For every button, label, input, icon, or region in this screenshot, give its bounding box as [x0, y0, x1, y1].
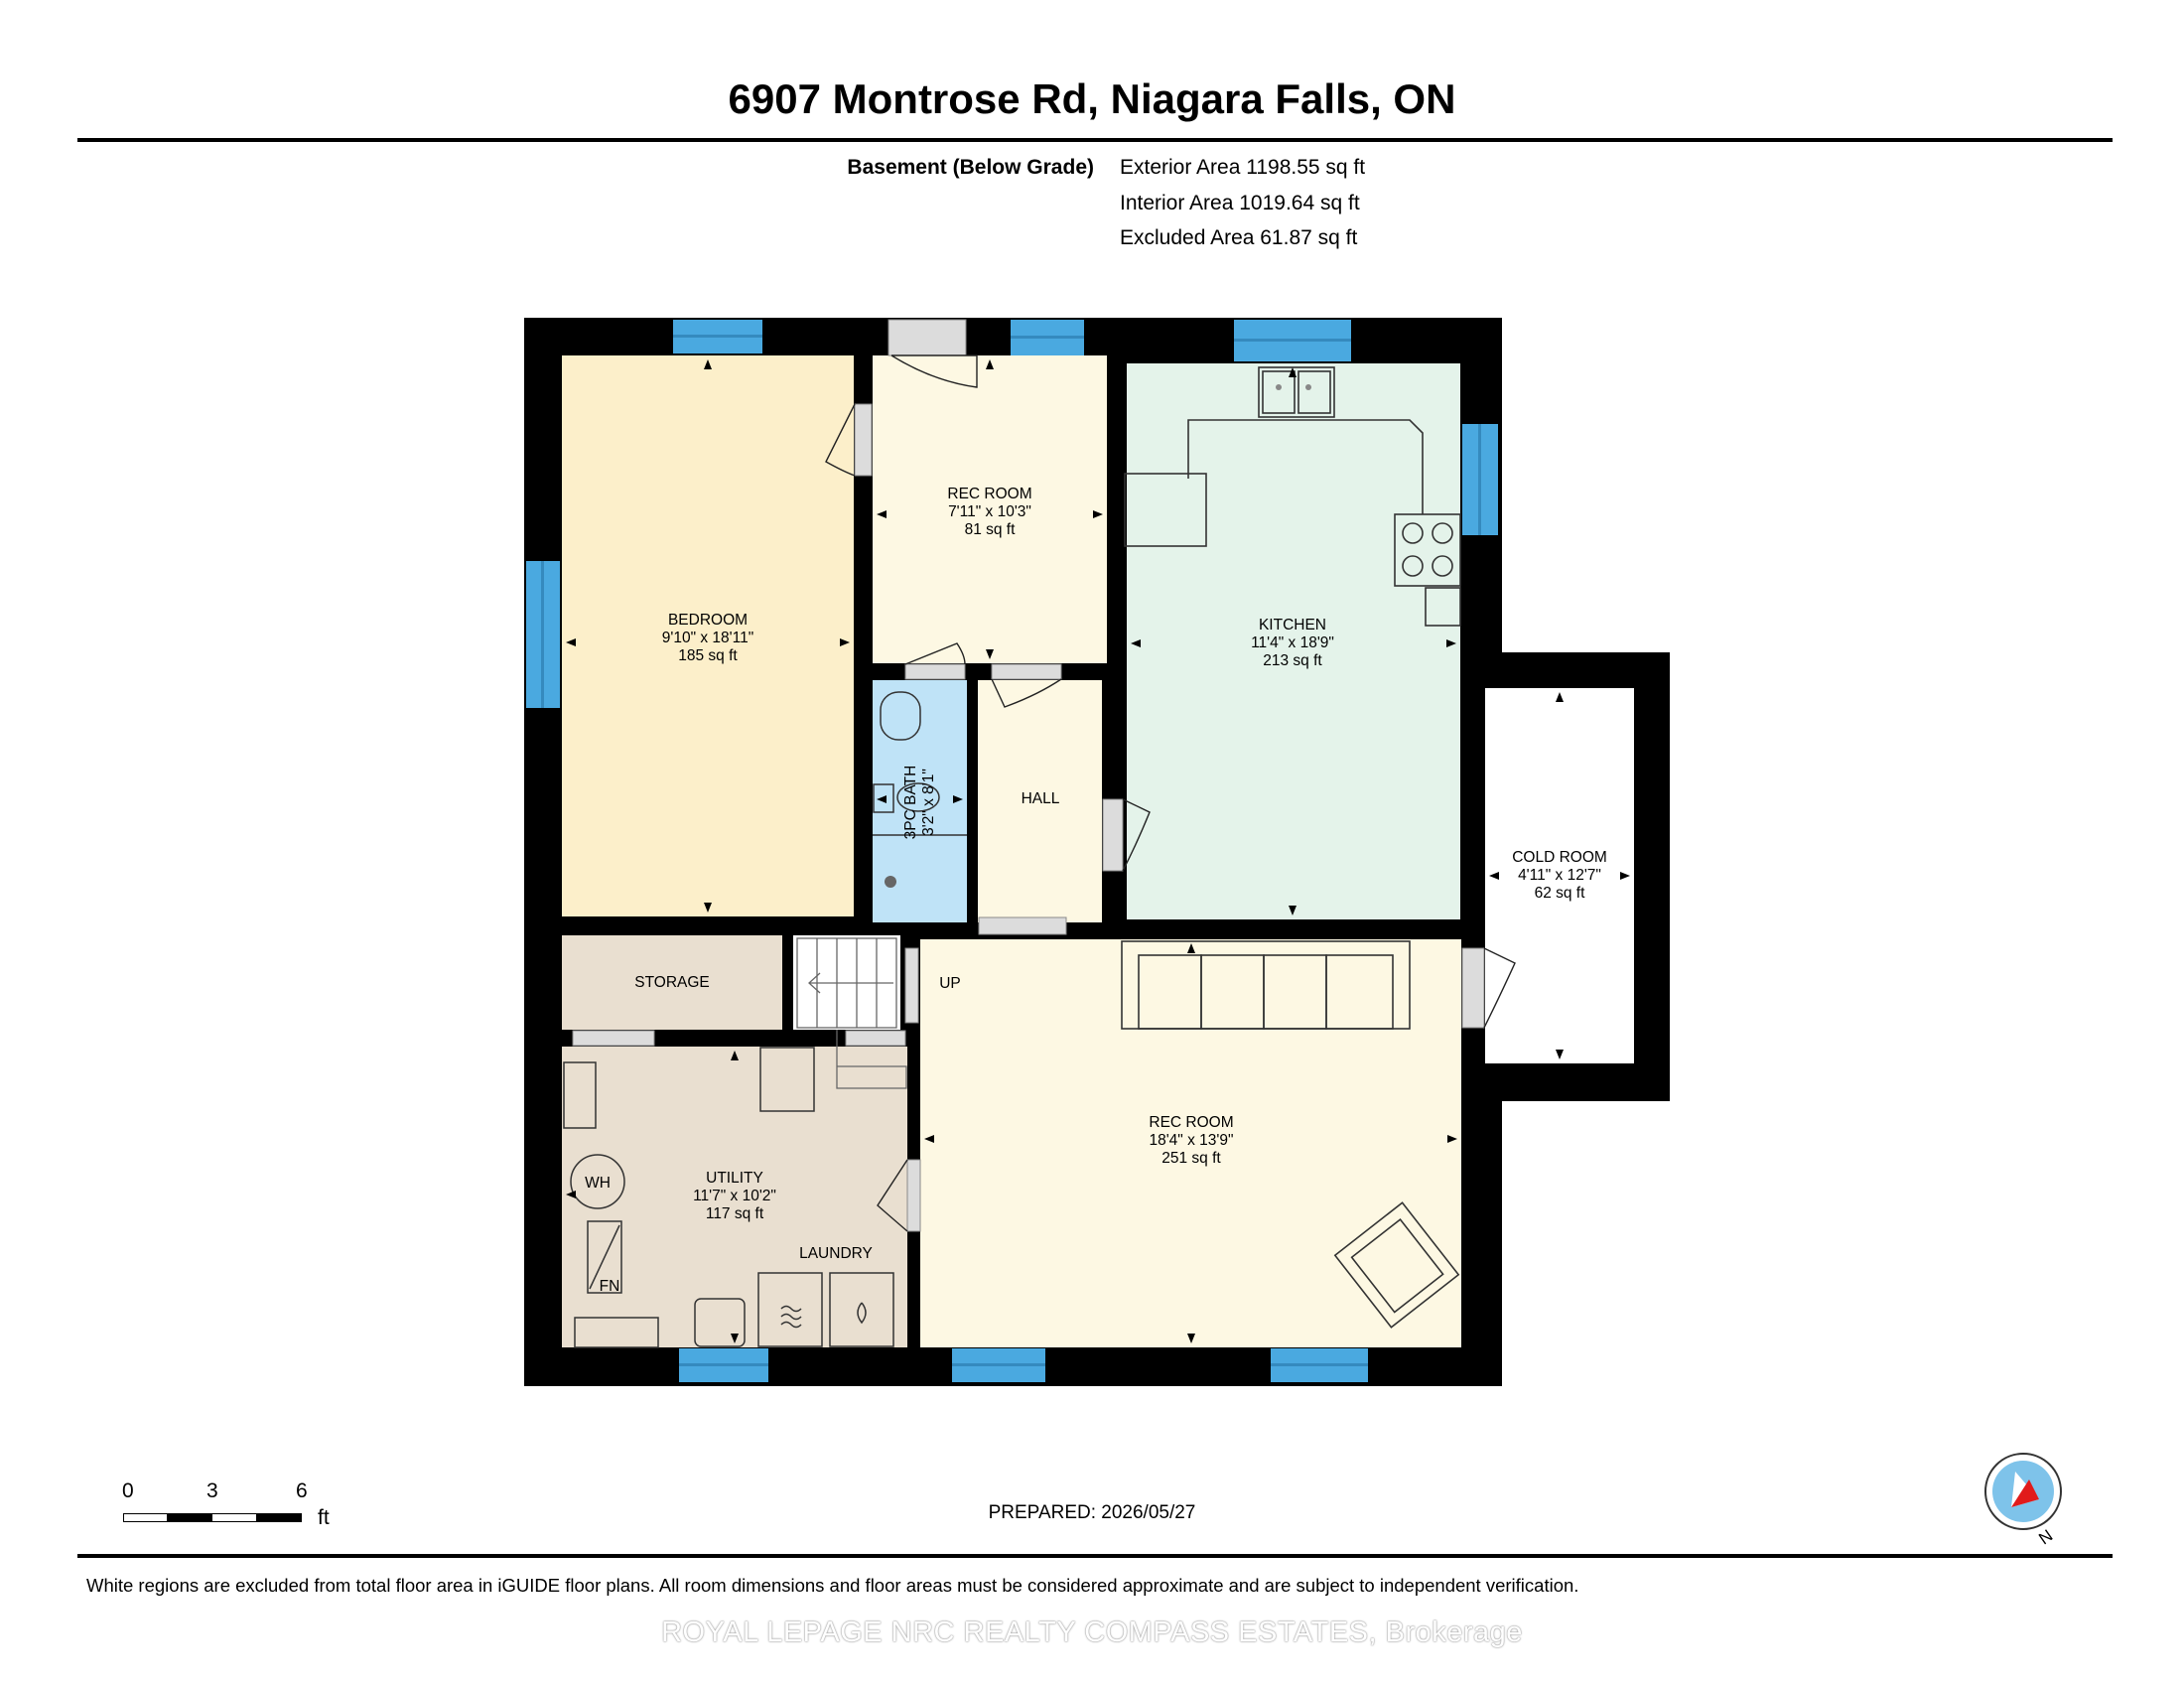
stove-icon	[1394, 513, 1461, 587]
bath-fixtures	[873, 691, 967, 836]
stairs	[796, 937, 907, 1089]
room-name-kitchen: KITCHEN	[1259, 617, 1326, 633]
page-title: 6907 Montrose Rd, Niagara Falls, ON	[728, 75, 1456, 122]
kitchen-floor	[1127, 363, 1460, 919]
washer-icon	[757, 1272, 823, 1347]
kitchen-fixtures	[1124, 366, 1461, 627]
cold-room-floor	[1485, 688, 1634, 1063]
dimension-arrows	[566, 359, 1630, 1343]
room-name-cold-room: COLD ROOM	[1512, 849, 1607, 866]
room-name-laundry: LAUNDRY	[799, 1245, 873, 1262]
room-area-utility: 117 sq ft	[706, 1205, 764, 1222]
water-heater-icon	[570, 1154, 625, 1209]
room-dims-cold-room: 4'11" x 12'7"	[1518, 867, 1601, 884]
room-name-rec-room-large: REC ROOM	[1149, 1114, 1233, 1131]
floor-plan: BEDROOM 9'10" x 18'11" 185 sq ft REC ROO…	[524, 318, 1670, 1386]
excluded-area: Excluded Area 61.87 sq ft	[1120, 226, 1358, 249]
room-name-utility: UTILITY	[706, 1170, 763, 1187]
room-dims-bath: 3'2" x 8'1"	[920, 769, 937, 836]
scale-unit: ft	[318, 1506, 330, 1529]
shower-drain-icon	[885, 876, 896, 888]
room-area-bedroom: 185 sq ft	[678, 647, 738, 664]
scale-label-6: 6	[296, 1479, 308, 1502]
compass-north-label: N	[2035, 1526, 2056, 1549]
stairs-label: UP	[939, 975, 961, 992]
laundry-sink-icon	[694, 1298, 746, 1347]
room-area-rec-room-small: 81 sq ft	[965, 521, 1017, 538]
room-dims-rec-room-large: 18'4" x 13'9"	[1149, 1132, 1233, 1149]
compass-icon: N	[1984, 1453, 2062, 1549]
rec-room-small-floor	[873, 355, 1107, 663]
room-name-rec-room-small: REC ROOM	[947, 486, 1031, 502]
room-area-kitchen: 213 sq ft	[1263, 652, 1322, 669]
rec-room-furniture	[1121, 940, 1460, 1329]
floor-label: Basement (Below Grade)	[847, 156, 1094, 179]
scale-label-0: 0	[122, 1479, 134, 1502]
room-area-cold-room: 62 sq ft	[1535, 885, 1586, 902]
room-dims-rec-room-small: 7'11" x 10'3"	[948, 503, 1031, 520]
hall-floor	[978, 680, 1102, 922]
bedroom-floor	[562, 355, 854, 916]
storage-floor	[562, 935, 782, 1030]
door-swings	[825, 354, 1516, 1232]
scale-track	[123, 1513, 302, 1522]
room-name-hall: HALL	[1022, 790, 1060, 807]
room-dims-utility: 11'7" x 10'2"	[693, 1188, 776, 1204]
room-name-bedroom: BEDROOM	[668, 612, 748, 629]
disclaimer: White regions are excluded from total fl…	[86, 1575, 1579, 1596]
furnace-icon	[587, 1220, 622, 1294]
door-openings	[572, 319, 1485, 1232]
room-name-storage: STORAGE	[634, 974, 710, 991]
footer-divider	[77, 1554, 2113, 1558]
room-dims-kitchen: 11'4" x 18'9"	[1251, 634, 1334, 651]
room-dims-bedroom: 9'10" x 18'11"	[662, 630, 753, 646]
scale-bar: 0 3 6 ft	[119, 1479, 357, 1539]
interior-area: Interior Area 1019.64 sq ft	[1120, 192, 1360, 214]
toilet-icon	[896, 782, 940, 812]
prepared-date: PREPARED: 2026/05/27	[988, 1502, 1196, 1523]
dryer-icon	[829, 1272, 894, 1347]
sink-icon	[1276, 384, 1311, 390]
room-area-rec-room-large: 251 sq ft	[1161, 1150, 1221, 1167]
title-divider	[77, 138, 2113, 142]
exterior-area: Exterior Area 1198.55 sq ft	[1120, 156, 1366, 179]
armchair-icon	[1333, 1201, 1460, 1329]
room-name-bath: 3PC BATH	[902, 766, 919, 840]
scale-label-3: 3	[206, 1479, 218, 1502]
utility-fixtures	[563, 1047, 894, 1348]
water-heater-label: WH	[585, 1175, 611, 1192]
furnace-label: FN	[600, 1278, 620, 1295]
rec-room-large-floor	[920, 939, 1461, 1347]
bath-sink-icon	[880, 691, 921, 741]
brokerage-watermark: ROYAL LEPAGE NRC REALTY COMPASS ESTATES,…	[661, 1617, 1523, 1648]
